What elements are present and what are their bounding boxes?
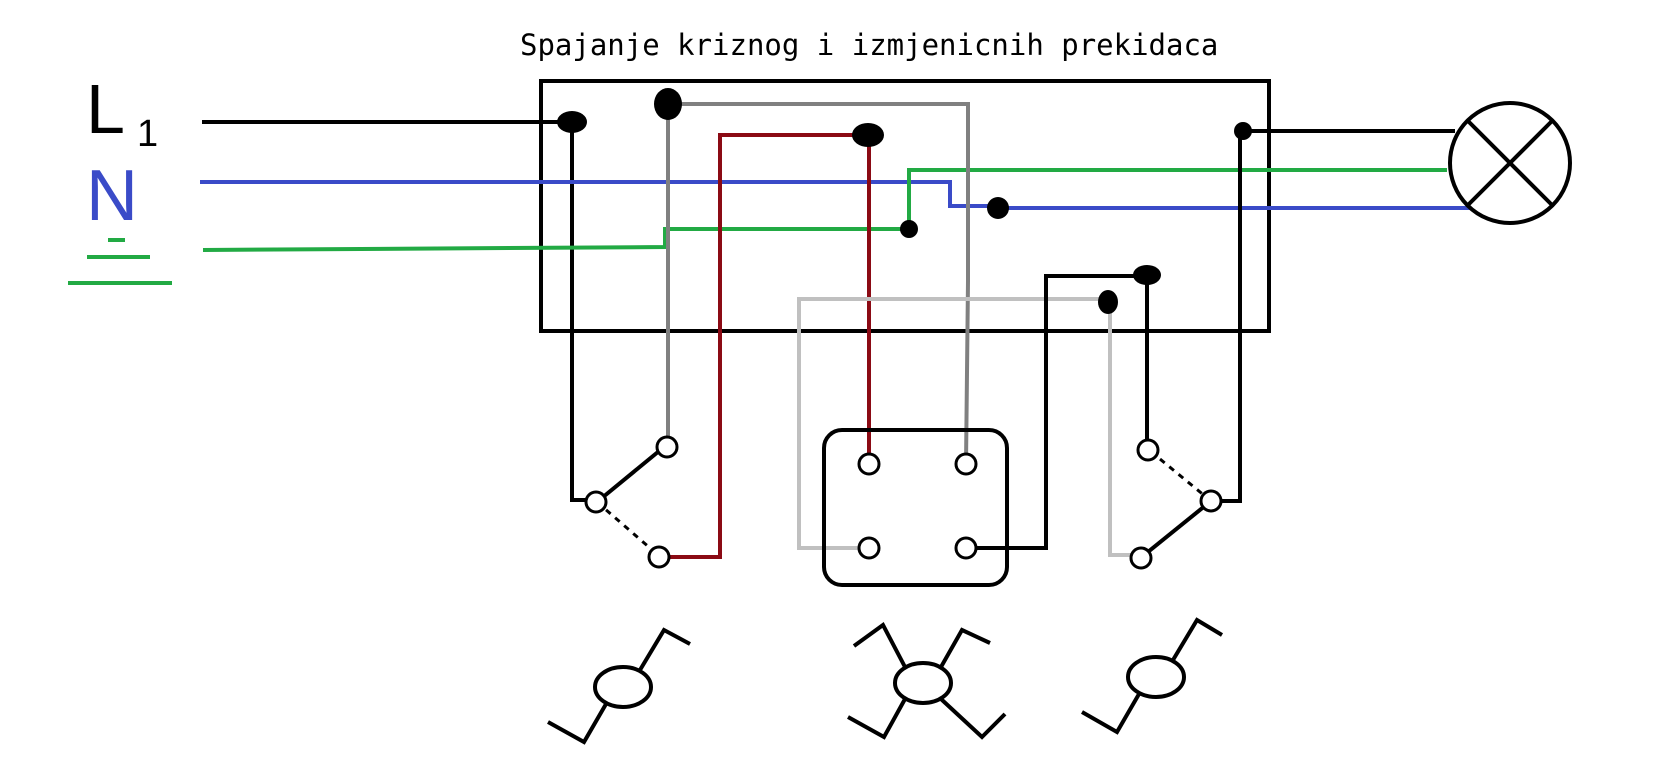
cross-switch-terminal-bottom-left	[857, 536, 881, 560]
traveler-black-wire	[966, 274, 1149, 550]
phase-wire	[202, 120, 593, 502]
right-switch-common-terminal	[1199, 489, 1223, 513]
cross-switch-terminal-top-left	[857, 452, 881, 476]
traveler-gray-wire	[666, 102, 970, 465]
traveler-red-wire	[660, 133, 871, 559]
earth-ground-icon	[68, 238, 172, 285]
right-switch-lower-terminal	[1129, 546, 1153, 570]
left-switch-lower-terminal	[647, 545, 671, 569]
cross-switch-terminal-bottom-right	[954, 536, 978, 560]
phase-label: L 1	[86, 70, 158, 155]
cross-switch-terminal-top-right	[954, 452, 978, 476]
junction-earth	[900, 220, 918, 238]
earth-wire	[202, 168, 1447, 252]
left-switch-upper-terminal	[655, 435, 679, 459]
junction-black-traveler	[1133, 265, 1161, 285]
cross-switch-icon	[847, 622, 1007, 740]
junction-lightgray-traveler	[1098, 290, 1118, 314]
two-way-switch-icon	[547, 627, 691, 745]
junction-red	[852, 123, 884, 147]
phase-label-main: L	[86, 70, 125, 148]
switched-lamp-wire	[1211, 129, 1455, 503]
traveler-lightgray-wire	[797, 297, 1140, 557]
neutral-label: N	[86, 156, 138, 236]
diagram-title: Spajanje kriznog i izmjenicnih prekidaca	[520, 28, 1218, 62]
junction-phase	[557, 111, 587, 133]
cross-switch	[822, 428, 1009, 587]
junction-gray	[654, 88, 682, 120]
right-switch-upper-terminal	[1136, 438, 1160, 462]
junction-neutral	[987, 197, 1009, 219]
two-way-switch-icon	[1081, 617, 1224, 735]
phase-label-subscript: 1	[137, 113, 158, 155]
lamp-icon	[1448, 101, 1572, 225]
junction-switched	[1234, 122, 1252, 140]
neutral-wire	[200, 180, 1470, 210]
two-way-switch-right	[1129, 438, 1223, 570]
two-way-switch-left	[584, 435, 679, 569]
left-switch-common-terminal	[584, 490, 608, 514]
junction-dots	[557, 88, 1252, 314]
